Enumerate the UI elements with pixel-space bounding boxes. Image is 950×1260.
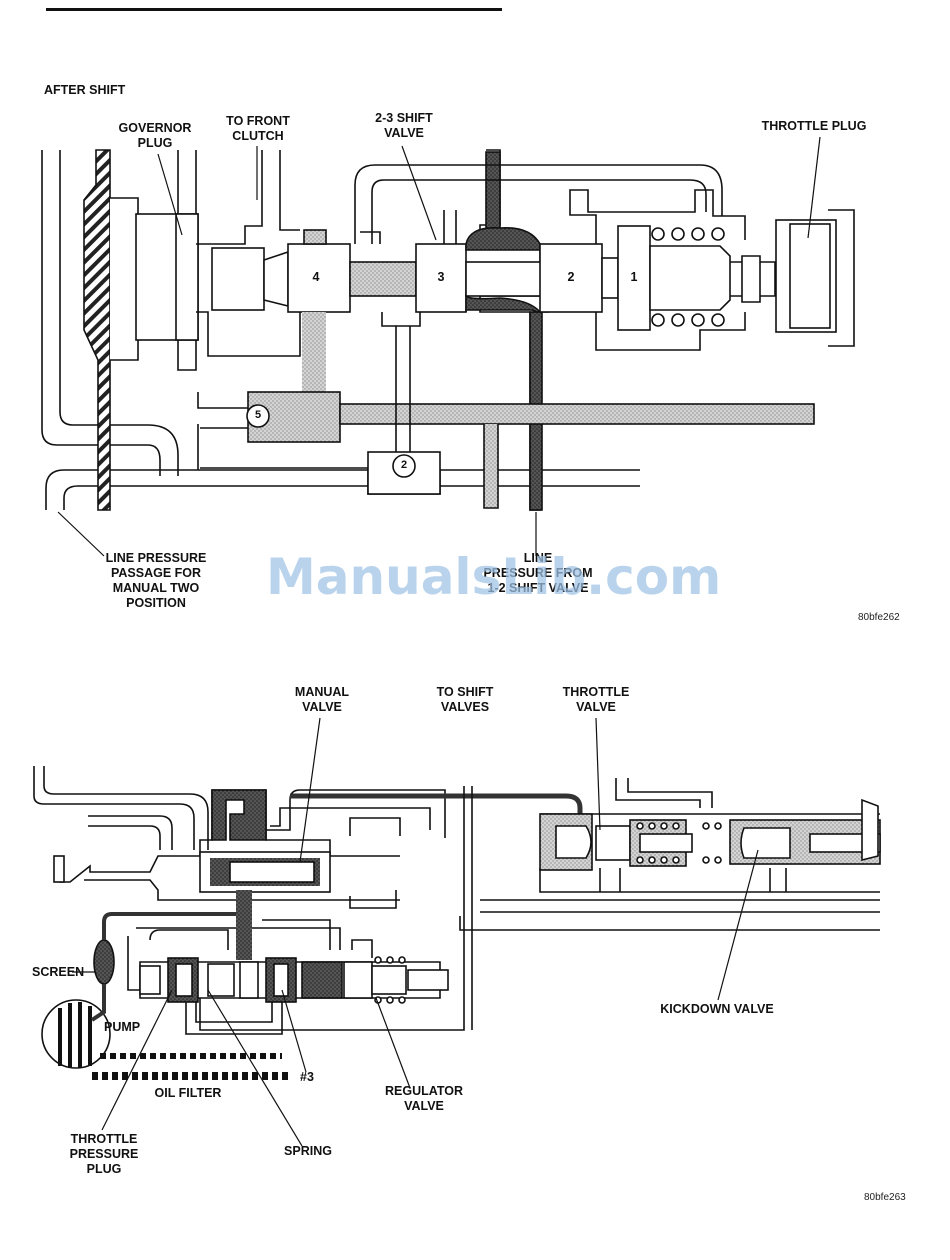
- throttle-spring-coils-2: [636, 822, 722, 864]
- label-oil-filter: OIL FILTER: [154, 1086, 222, 1100]
- label-spring: SPRING: [284, 1144, 332, 1158]
- label-pump: PUMP: [104, 1020, 141, 1034]
- figure1-code: 80bfe262: [858, 612, 900, 623]
- throttle-spring-coils: [651, 227, 725, 327]
- valve-land-4: [287, 243, 351, 313]
- screen: [93, 939, 115, 985]
- land-label-3: 3: [437, 270, 445, 284]
- label-screen: SCREEN: [32, 965, 85, 979]
- label-line-pressure-manual: LINE PRESSURE PASSAGE FOR MANUAL TWO POS…: [105, 551, 207, 610]
- figure2-diagram: [33, 717, 881, 1147]
- watermark: ManualsLib.com: [266, 548, 722, 606]
- pressure-chamber-dark: [485, 151, 501, 233]
- land-label-2: 2: [567, 270, 575, 284]
- figure1-heading: AFTER SHIFT: [44, 83, 126, 97]
- check-ball-label-5: 5: [254, 409, 262, 421]
- label-to-shift-valves: TO SHIFT VALVES: [436, 685, 494, 714]
- check-ball-label-2: 2: [400, 459, 408, 471]
- check-ball-2: [392, 454, 416, 478]
- label-regulator-valve: REGULATOR VALVE: [384, 1084, 463, 1113]
- label-to-front-clutch: TO FRONT CLUTCH: [226, 114, 290, 143]
- valve-land-2: [539, 243, 603, 313]
- label-line-pressure-from: LINE PRESSURE FROM 1-2 SHIFT VALVE: [483, 551, 593, 595]
- label-kickdown-valve: KICKDOWN VALVE: [660, 1002, 774, 1016]
- check-ball-5: [246, 404, 270, 428]
- label-2-3-shift-valve: 2-3 SHIFT VALVE: [375, 111, 433, 140]
- label-governor-plug: GOVERNOR PLUG: [118, 121, 192, 150]
- regulator-spring: [374, 956, 406, 1004]
- label-throttle-valve: THROTTLE VALVE: [562, 685, 630, 714]
- valve-land-1: [617, 225, 651, 331]
- land-label-1: 1: [630, 270, 638, 284]
- header-rule: [46, 8, 502, 11]
- figure1-diagram: [41, 136, 855, 557]
- governor-hatched-block: [83, 149, 111, 511]
- land-label-4: 4: [312, 270, 320, 284]
- regulator-valve-lands: [139, 957, 449, 1003]
- valve-land-left: [211, 247, 265, 311]
- label-throttle-plug: THROTTLE PLUG: [761, 119, 867, 133]
- pump-vanes: [58, 1002, 92, 1068]
- throttle-valve: [555, 825, 592, 859]
- pump: [41, 999, 111, 1069]
- figure2-code: 80bfe263: [864, 1192, 906, 1203]
- label-throttle-pressure-plug: THROTTLE PRESSURE PLUG: [69, 1132, 139, 1176]
- label-num3: #3: [300, 1070, 314, 1084]
- label-manual-valve: MANUAL VALVE: [294, 685, 350, 714]
